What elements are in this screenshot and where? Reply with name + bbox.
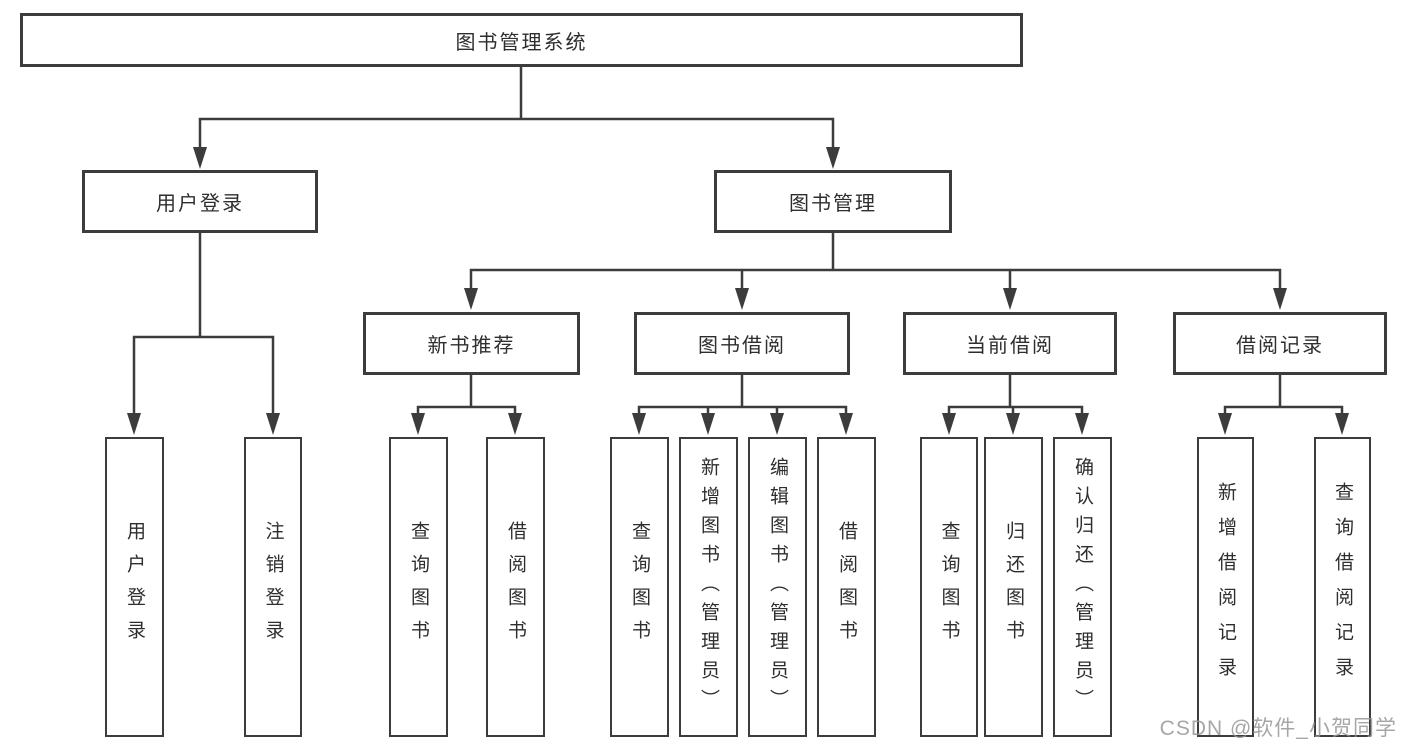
leaf-bb-edit-book-admin: 编辑图书（管理员）: [748, 437, 807, 737]
leaf-cb-query-books: 查询图书: [920, 437, 978, 737]
leaf-bb-add-book-admin-label: 新增图书（管理员）: [698, 456, 719, 718]
leaf-nbr-query-books: 查询图书: [389, 437, 448, 737]
node-book-borrow-label: 图书借阅: [698, 335, 786, 357]
leaf-bb-query-books: 查询图书: [610, 437, 669, 737]
leaf-cb-return-books: 归还图书: [984, 437, 1043, 737]
leaf-nbr-borrow-books: 借阅图书: [486, 437, 545, 737]
node-book-mgmt-label: 图书管理: [789, 193, 877, 215]
leaf-logout-label: 注销登录: [262, 521, 284, 653]
leaf-bb-borrow-books: 借阅图书: [817, 437, 876, 737]
leaf-br-add-record-label: 新增借阅记录: [1215, 482, 1236, 692]
node-book-borrow: 图书借阅: [634, 312, 850, 375]
leaf-nbr-query-books-label: 查询图书: [408, 521, 429, 653]
leaf-cb-return-books-label: 归还图书: [1003, 521, 1024, 653]
node-root-label: 图书管理系统: [455, 31, 588, 54]
node-user-login-label: 用户登录: [156, 193, 244, 215]
node-user-login: 用户登录: [82, 170, 318, 233]
node-root: 图书管理系统: [20, 13, 1023, 67]
csdn-watermark: CSDN @软件_小贺同学: [1159, 717, 1397, 740]
leaf-bb-borrow-books-label: 借阅图书: [836, 521, 857, 653]
leaf-logout: 注销登录: [244, 437, 302, 737]
leaf-nbr-borrow-books-label: 借阅图书: [505, 521, 526, 653]
node-borrow-records: 借阅记录: [1173, 312, 1387, 375]
leaf-cb-confirm-return-admin: 确认归还（管理员）: [1053, 437, 1112, 737]
leaf-bb-edit-book-admin-label: 编辑图书（管理员）: [767, 456, 788, 718]
leaf-br-query-record: 查询借阅记录: [1314, 437, 1371, 737]
leaf-user-login: 用户登录: [105, 437, 164, 737]
node-borrow-records-label: 借阅记录: [1236, 335, 1324, 357]
leaf-bb-add-book-admin: 新增图书（管理员）: [679, 437, 738, 737]
leaf-cb-query-books-label: 查询图书: [938, 521, 960, 653]
node-new-book-recommend-label: 新书推荐: [427, 335, 516, 357]
leaf-cb-confirm-return-admin-label: 确认归还（管理员）: [1072, 456, 1093, 718]
node-current-borrow-label: 当前借阅: [966, 335, 1054, 357]
node-new-book-recommend: 新书推荐: [363, 312, 580, 375]
node-current-borrow: 当前借阅: [903, 312, 1117, 375]
leaf-user-login-label: 用户登录: [124, 521, 145, 653]
leaf-bb-query-books-label: 查询图书: [629, 521, 650, 653]
node-book-mgmt: 图书管理: [714, 170, 952, 233]
leaf-br-query-record-label: 查询借阅记录: [1332, 482, 1353, 692]
leaf-br-add-record: 新增借阅记录: [1197, 437, 1254, 737]
